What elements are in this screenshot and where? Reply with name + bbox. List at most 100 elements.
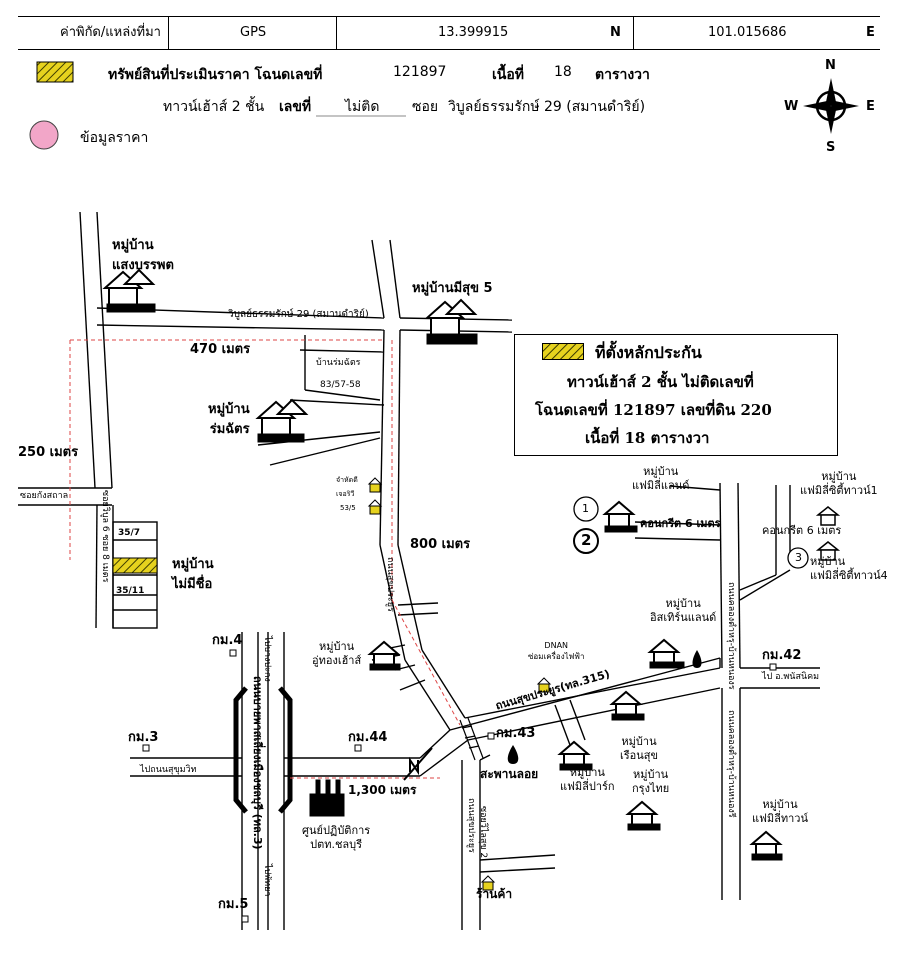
- property-legend-swatch: [36, 61, 74, 83]
- village-family-town: หมู่บ้าน แฟมิลี่ทาวน์: [752, 798, 808, 825]
- compass-s: S: [826, 140, 836, 155]
- address-8357: 83/57-58: [320, 380, 361, 390]
- to-phanat: ไป อ.พนัสนิคม: [762, 672, 820, 682]
- marker-3-label: 3: [795, 551, 802, 564]
- soi-wilaisuk-2: ซอยวิไลสุข 2: [478, 806, 488, 859]
- village-family-city-1: หมู่บ้าน แฟมิลี่ซิตี้ทาวน์1: [800, 470, 878, 497]
- road-sukprayoon-south: ถนนสุขประยูร: [466, 798, 476, 853]
- distance-1300: 1,300 เมตร: [348, 783, 417, 797]
- shop-icon: [536, 677, 552, 693]
- road-main-vertical: ถนนสุขประยูร: [385, 557, 395, 612]
- compass-w: W: [784, 99, 799, 114]
- compass-rose-icon: [803, 78, 859, 134]
- factory-icon: [309, 779, 345, 817]
- village-krungthai: หมู่บ้าน กรุงไทย: [632, 768, 670, 795]
- ptt-center: ศูนย์ปฏิบัติการ ปตท.ชลบุรี: [302, 824, 371, 851]
- shop-label: ร้านค้า: [476, 887, 513, 901]
- village-family-park: หมู่บ้าน แฟมิลี่ปาร์ก: [560, 766, 615, 793]
- km-3: กม.3: [128, 730, 159, 745]
- marker-1-icon: [573, 496, 599, 522]
- concrete-6m: คอนกรีต 6 เมตร: [640, 517, 721, 530]
- romchat-house: บ้านร่มฉัตร: [316, 358, 361, 368]
- distance-250: 250 เมตร: [18, 445, 79, 460]
- soi-kangsathan: ซอยกังสถาล: [20, 491, 69, 501]
- house-no-label: เลขที่: [279, 99, 312, 115]
- km-5: กม.5: [218, 897, 249, 912]
- km-43: กม.43: [496, 726, 536, 741]
- gas-station-icon: [507, 745, 519, 764]
- shop-jersriwi: เจอริวี: [336, 490, 355, 498]
- village-icon: [815, 506, 841, 526]
- village-icon: [102, 268, 156, 313]
- concrete-6m-b: คอนกรีต 6 เมตร: [762, 524, 842, 537]
- building-type: ทาวน์เฮ้าส์ 2 ชั้น: [163, 99, 265, 115]
- distance-800: 800 เมตร: [410, 537, 471, 552]
- road-khlongtam: ถนนคลองตำหรุ-บ้านหนองร: [726, 582, 736, 690]
- shop-icon: [480, 875, 496, 891]
- legend-graphics: [29, 61, 406, 150]
- village-eastern-land: หมู่บ้าน อิสเทิร์นแลนด์: [650, 597, 717, 624]
- area-unit: ตารางวา: [595, 67, 650, 83]
- soi-label: ซอย: [412, 99, 439, 115]
- plot-35-7: 35/7: [118, 528, 141, 538]
- latitude-value: 13.399915: [438, 25, 509, 40]
- village-family-land: หมู่บ้าน แฟมิลี่แลนด์: [632, 465, 690, 492]
- to-pattaya: ไปพัทยา: [262, 864, 272, 897]
- price-legend-label: ข้อมูลราคา: [80, 130, 149, 146]
- marker-2-icon: [573, 528, 599, 554]
- village-family-city-4: หมู่บ้าน แฟมิลี่ซิตี้ทาวน์4: [810, 555, 888, 582]
- coord-source-value: GPS: [240, 25, 267, 40]
- to-bangpakong: ไปบางปะกง: [262, 636, 272, 682]
- collateral-plot: [112, 557, 158, 574]
- village-icon: [647, 638, 685, 669]
- compass-e: E: [866, 99, 875, 114]
- km-44: กม.44: [348, 730, 388, 745]
- village-icon: [367, 640, 401, 671]
- village-maimeechue: หมู่บ้าน ไม่มีชื่อ: [172, 557, 214, 592]
- info-line-3: โฉนดเลขที่ 121897 เลขที่ดิน 220: [535, 401, 772, 419]
- coordinate-header: ค่าพิกัด/แหล่งที่มา GPS 13.399915 N 101.…: [18, 16, 880, 50]
- shop-jamnean: จำหัดดี: [336, 476, 358, 484]
- village-icon: [424, 298, 478, 345]
- info-line-1: ที่ตั้งหลักประกัน: [595, 343, 702, 362]
- longitude-value: 101.015686: [708, 25, 787, 40]
- house-no-value: ไม่ติด: [345, 99, 380, 115]
- village-ruensuk: หมู่บ้าน เรือนสุข: [620, 735, 659, 762]
- village-meesuk5: หมู่บ้านมีสุข 5: [412, 281, 493, 296]
- village-icon: [609, 690, 645, 721]
- gas-station-icon: [692, 650, 702, 668]
- longitude-direction: E: [866, 25, 875, 40]
- village-icon: [557, 740, 593, 771]
- soi-wiboon-6: ซอยวิบูล 6 ซอย 8 เมตร: [100, 490, 110, 583]
- shop-icon: [367, 477, 383, 493]
- dnan-shop: DNAN ซ่อมเครื่องไฟฟ้า: [528, 641, 585, 661]
- marker-2-label: 2: [581, 531, 592, 549]
- info-line-2: ทาวน์เฮ้าส์ 2 ชั้น ไม่ติดเลขที่: [567, 373, 754, 391]
- village-saengbanpot: หมู่บ้าน แสงบรรพต: [112, 238, 174, 273]
- village-icon: [749, 830, 783, 861]
- soi-value: วิบูลย์ธรรมรักษ์ 29 (สมานดำริย์): [448, 99, 646, 115]
- km-4: กม.4: [212, 633, 243, 648]
- km-42: กม.42: [762, 648, 802, 663]
- info-line-4: เนื้อที่ 18 ตารางวา: [585, 429, 710, 447]
- area-label: เนื้อที่: [492, 67, 524, 83]
- village-icon: [602, 500, 638, 533]
- road-khlongtam-south: ถนนคลองตำหรุ-บ้านหนองรี: [726, 710, 736, 818]
- property-legend-label: ทรัพย์สินที่ประเมินราคา โฉนดเลขที่: [108, 67, 323, 83]
- north-arrow-icon: [403, 747, 433, 781]
- marker-3-icon: [787, 547, 809, 569]
- marker-1-label: 1: [582, 502, 589, 515]
- road-wiboon-29: วิบูลย์ธรรมรักษ์ 29 (สมานดำริย์): [228, 309, 369, 320]
- collateral-info-box: ที่ตั้งหลักประกัน ทาวน์เฮ้าส์ 2 ชั้น ไม่…: [514, 334, 838, 456]
- road-bypass-3: ถนนบายพาสเลี่ยงเมืองชลบุรี (ทล.3): [251, 676, 264, 850]
- to-sukhumvit: ไปถนนสุขุมวิท: [140, 765, 197, 775]
- village-icon: [625, 800, 661, 831]
- village-icon: [255, 398, 309, 443]
- village-uthong: หมู่บ้าน อู่ทองเฮ้าส์: [312, 640, 362, 667]
- collateral-swatch: [542, 343, 584, 360]
- latitude-direction: N: [610, 25, 621, 40]
- area-value: 18: [554, 64, 572, 80]
- address-535: 53/5: [340, 504, 356, 512]
- distance-470: 470 เมตร: [190, 342, 251, 357]
